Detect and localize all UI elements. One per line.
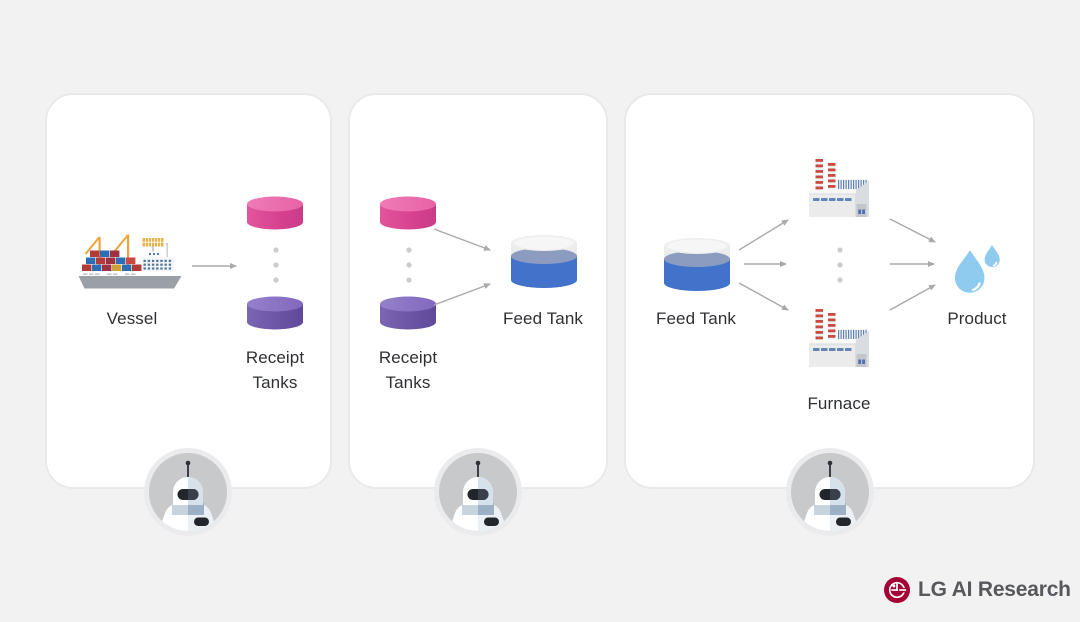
panel-tank-transfer: Receipt Tanks Feed Tank <box>348 93 608 489</box>
flow-arrow <box>192 259 244 273</box>
lg-symbol-icon <box>884 577 910 603</box>
receipt-tank-pink-icon <box>380 196 436 230</box>
logo-wordmark: LG AI Research <box>918 578 1071 601</box>
panel-feeding-furnaces: Feed Tank <box>624 93 1035 489</box>
cargo-ship-icon <box>78 228 182 294</box>
receipt-tank-purple-icon <box>247 296 303 330</box>
product-label: Product <box>947 309 1007 328</box>
vertical-ellipsis-icon <box>272 246 280 284</box>
lg-ai-research-logo: LG AI Research <box>884 576 1071 604</box>
feed-tank-icon <box>663 237 731 293</box>
furnace-icon <box>808 159 870 218</box>
receipt-tanks-label: Receipt Tanks <box>378 348 438 392</box>
furnace-label: Furnace <box>807 394 871 413</box>
vessel-label: Vessel <box>106 309 158 328</box>
flow-arrows-converging <box>434 221 506 313</box>
feed-tank-label: Feed Tank <box>656 309 736 328</box>
feed-tank-label: Feed Tank <box>503 309 583 328</box>
agent-robot-badge <box>434 448 522 536</box>
agent-robot-badge <box>144 448 232 536</box>
receipt-tanks-label: Receipt Tanks <box>245 348 305 392</box>
flow-arrows-converging <box>884 213 940 315</box>
feed-tank-icon <box>510 234 578 290</box>
vertical-ellipsis-icon <box>405 246 413 284</box>
receipt-tank-pink-icon <box>247 196 303 230</box>
agent-robot-badge <box>786 448 874 536</box>
vertical-ellipsis-icon <box>836 246 844 284</box>
receipt-tank-purple-icon <box>380 296 436 330</box>
flow-arrows-fanout <box>736 211 796 315</box>
furnace-icon <box>808 309 870 368</box>
panel-vessel-unloading: Vessel <box>45 93 332 489</box>
water-droplets-icon <box>953 243 1001 297</box>
